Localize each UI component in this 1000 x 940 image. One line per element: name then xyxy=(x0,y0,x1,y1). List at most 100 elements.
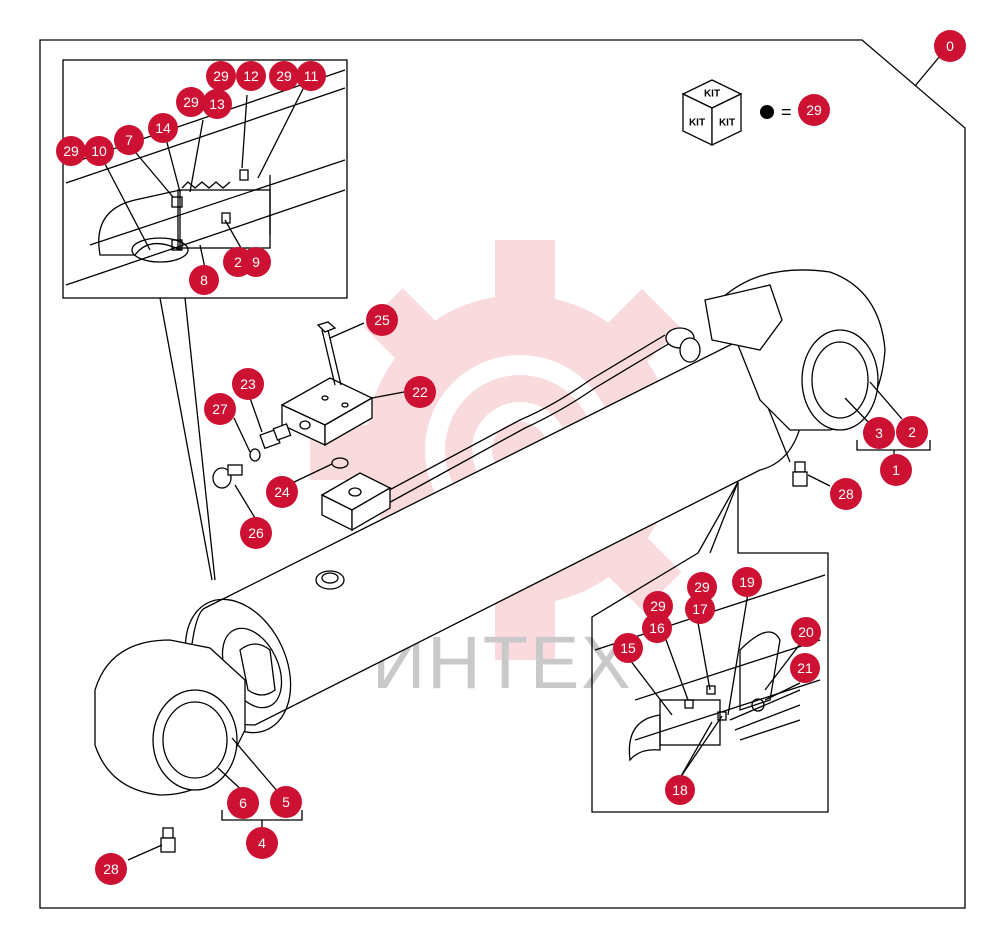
callout-kit-29[interactable]: 29 xyxy=(798,94,830,126)
svg-text:29: 29 xyxy=(276,68,292,84)
callout-29-e[interactable]: 29 xyxy=(687,572,717,602)
svg-text:21: 21 xyxy=(797,660,813,676)
svg-text:29: 29 xyxy=(650,598,666,614)
svg-text:28: 28 xyxy=(838,486,854,502)
callout-5[interactable]: 5 xyxy=(270,786,302,818)
rear-clevis-eye xyxy=(704,269,886,431)
bolt-part xyxy=(316,321,342,386)
callout-9[interactable]: 9 xyxy=(241,247,271,277)
diagram-frame xyxy=(39,39,966,909)
o-ring-small xyxy=(249,448,261,462)
svg-text:15: 15 xyxy=(620,640,636,656)
grease-nipple-rear xyxy=(792,461,808,487)
svg-text:8: 8 xyxy=(200,272,208,288)
callout-13[interactable]: 13 xyxy=(202,89,232,119)
callout-21[interactable]: 21 xyxy=(790,653,820,683)
svg-text:28: 28 xyxy=(103,861,119,877)
callout-17[interactable]: 17 xyxy=(685,594,715,624)
callout-4[interactable]: 4 xyxy=(246,827,278,859)
callout-20[interactable]: 20 xyxy=(791,617,821,647)
piston-detail-inset xyxy=(62,59,348,299)
inset-pointer-right xyxy=(184,297,216,581)
front-rod-eye xyxy=(94,639,276,796)
svg-text:16: 16 xyxy=(649,620,665,636)
kit-label-right: KIT xyxy=(719,118,735,129)
svg-text:6: 6 xyxy=(239,795,247,811)
callout-leader-0 xyxy=(914,55,941,87)
svg-text:24: 24 xyxy=(274,484,290,500)
callout-26[interactable]: 26 xyxy=(240,517,272,549)
kit-cube-icon: KIT KIT KIT xyxy=(681,79,743,147)
grease-nipple-front xyxy=(160,827,176,853)
kit-label-left: KIT xyxy=(689,118,705,129)
callout-25[interactable]: 25 xyxy=(366,304,398,336)
svg-text:1: 1 xyxy=(892,462,900,478)
callout-1[interactable]: 1 xyxy=(880,454,912,486)
callout-29-f[interactable]: 29 xyxy=(643,591,673,621)
plug-part xyxy=(212,464,243,489)
callout-15[interactable]: 15 xyxy=(613,633,643,663)
svg-text:11: 11 xyxy=(304,68,319,84)
svg-text:7: 7 xyxy=(125,132,133,148)
lower-inset-pointer xyxy=(709,481,739,554)
svg-text:13: 13 xyxy=(209,96,225,112)
svg-text:25: 25 xyxy=(374,312,390,328)
callout-29-a[interactable]: 29 xyxy=(206,61,236,91)
valve-block-lower xyxy=(320,472,392,532)
svg-text:2: 2 xyxy=(908,424,916,440)
callout-3[interactable]: 3 xyxy=(863,417,895,449)
o-ring-medium xyxy=(331,457,349,469)
callout-18[interactable]: 18 xyxy=(665,775,695,805)
svg-text:20: 20 xyxy=(798,624,814,640)
callout-6[interactable]: 6 xyxy=(227,787,259,819)
callout-22[interactable]: 22 xyxy=(404,376,436,408)
callout-27[interactable]: 27 xyxy=(204,393,236,425)
kit-label-top: KIT xyxy=(704,89,720,100)
callout-2[interactable]: 2 xyxy=(896,416,928,448)
callout-leaders xyxy=(102,84,903,861)
valve-block-upper xyxy=(280,377,374,447)
callout-0[interactable]: 0 xyxy=(934,30,966,62)
callout-28-rear[interactable]: 28 xyxy=(830,478,862,510)
fitting-part xyxy=(259,423,292,450)
svg-text:0: 0 xyxy=(946,38,954,54)
svg-text:27: 27 xyxy=(212,401,228,417)
svg-text:23: 23 xyxy=(240,376,256,392)
callout-8[interactable]: 8 xyxy=(189,265,219,295)
callout-12[interactable]: 12 xyxy=(236,61,266,91)
svg-text:29: 29 xyxy=(183,94,199,110)
svg-text:29: 29 xyxy=(63,143,79,159)
callout-29-b[interactable]: 29 xyxy=(269,61,299,91)
svg-text:3: 3 xyxy=(875,425,883,441)
svg-text:17: 17 xyxy=(692,601,708,617)
inset-pointer-left xyxy=(159,297,213,581)
svg-text:9: 9 xyxy=(252,254,260,270)
callout-19[interactable]: 19 xyxy=(732,567,762,597)
svg-text:29: 29 xyxy=(806,102,822,118)
svg-text:5: 5 xyxy=(282,794,290,810)
kit-equals-sign: = xyxy=(781,102,792,122)
callout-28-front[interactable]: 28 xyxy=(95,853,127,885)
svg-text:22: 22 xyxy=(412,384,428,400)
svg-text:10: 10 xyxy=(91,143,107,159)
svg-text:12: 12 xyxy=(243,68,259,84)
svg-text:14: 14 xyxy=(155,120,171,136)
callout-29-c[interactable]: 29 xyxy=(176,87,206,117)
callout-23[interactable]: 23 xyxy=(232,368,264,400)
svg-text:4: 4 xyxy=(258,835,266,851)
callout-7[interactable]: 7 xyxy=(114,125,144,155)
svg-text:26: 26 xyxy=(248,525,264,541)
callout-14[interactable]: 14 xyxy=(148,113,178,143)
svg-text:18: 18 xyxy=(672,782,688,798)
svg-text:29: 29 xyxy=(213,68,229,84)
hydraulic-pipe xyxy=(379,327,701,506)
callout-29-d[interactable]: 29 xyxy=(56,136,86,166)
svg-text:29: 29 xyxy=(694,579,710,595)
svg-text:19: 19 xyxy=(739,574,755,590)
callout-16[interactable]: 16 xyxy=(642,613,672,643)
callout-11[interactable]: 11 xyxy=(296,61,326,91)
callout-24[interactable]: 24 xyxy=(266,476,298,508)
svg-text:2: 2 xyxy=(234,254,242,270)
callout-10[interactable]: 10 xyxy=(84,136,114,166)
